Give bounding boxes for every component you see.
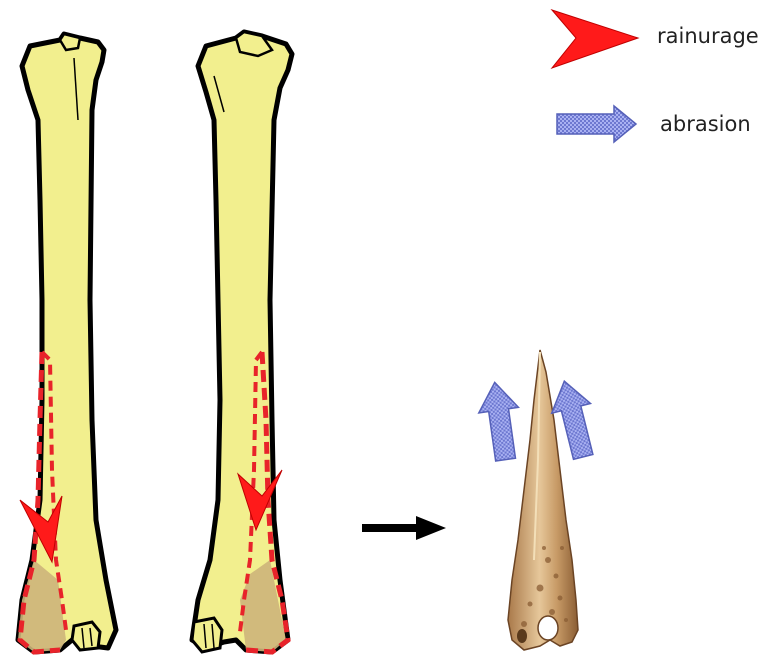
hatched-blue-arrow-icon bbox=[557, 106, 636, 142]
black-right-arrow-icon bbox=[362, 516, 446, 540]
left-bone bbox=[18, 34, 116, 652]
middle-bone-shape bbox=[192, 32, 292, 652]
left-abrasion-arrow bbox=[475, 380, 525, 463]
middle-bone bbox=[192, 32, 292, 652]
red-arrowhead-icon bbox=[552, 10, 638, 68]
legend-rainurage-label: rainurage bbox=[657, 24, 759, 48]
legend-abrasion-label: abrasion bbox=[660, 112, 751, 136]
